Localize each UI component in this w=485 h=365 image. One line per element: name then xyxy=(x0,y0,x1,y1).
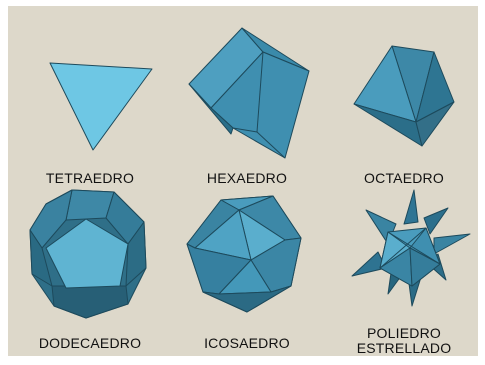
stellated-label: POLIEDRO ESTRELLADO xyxy=(330,326,478,356)
tetrahedron-label: TETRAEDRO xyxy=(45,170,135,186)
octahedron-icon xyxy=(353,45,455,147)
cube-figure: HEXAEDRO xyxy=(173,12,321,186)
stellated-polyhedron-icon xyxy=(351,189,471,307)
icosahedron-figure: ICOSAEDRO xyxy=(173,182,321,351)
tetrahedron-figure: TETRAEDRO xyxy=(16,12,164,186)
octahedron-figure: OCTAEDRO xyxy=(330,12,478,186)
dodecahedron-label: DODECAEDRO xyxy=(38,335,142,351)
icosahedron-icon xyxy=(186,195,302,313)
stellated-label-line1: POLIEDRO xyxy=(367,325,441,341)
stellated-figure: POLIEDRO ESTRELLADO xyxy=(330,182,478,356)
dodecahedron-figure: DODECAEDRO xyxy=(16,182,164,351)
dodecahedron-icon xyxy=(29,189,147,319)
stellated-label-line2: ESTRELLADO xyxy=(356,340,452,356)
cube-icon xyxy=(188,27,310,159)
icosahedron-label: ICOSAEDRO xyxy=(204,335,290,351)
tetrahedron-icon xyxy=(49,62,153,151)
cube-label: HEXAEDRO xyxy=(206,170,288,186)
diagram-panel: TETRAEDRO HEXAEDRO OCTAEDRO xyxy=(8,6,478,356)
octahedron-label: OCTAEDRO xyxy=(364,170,444,186)
